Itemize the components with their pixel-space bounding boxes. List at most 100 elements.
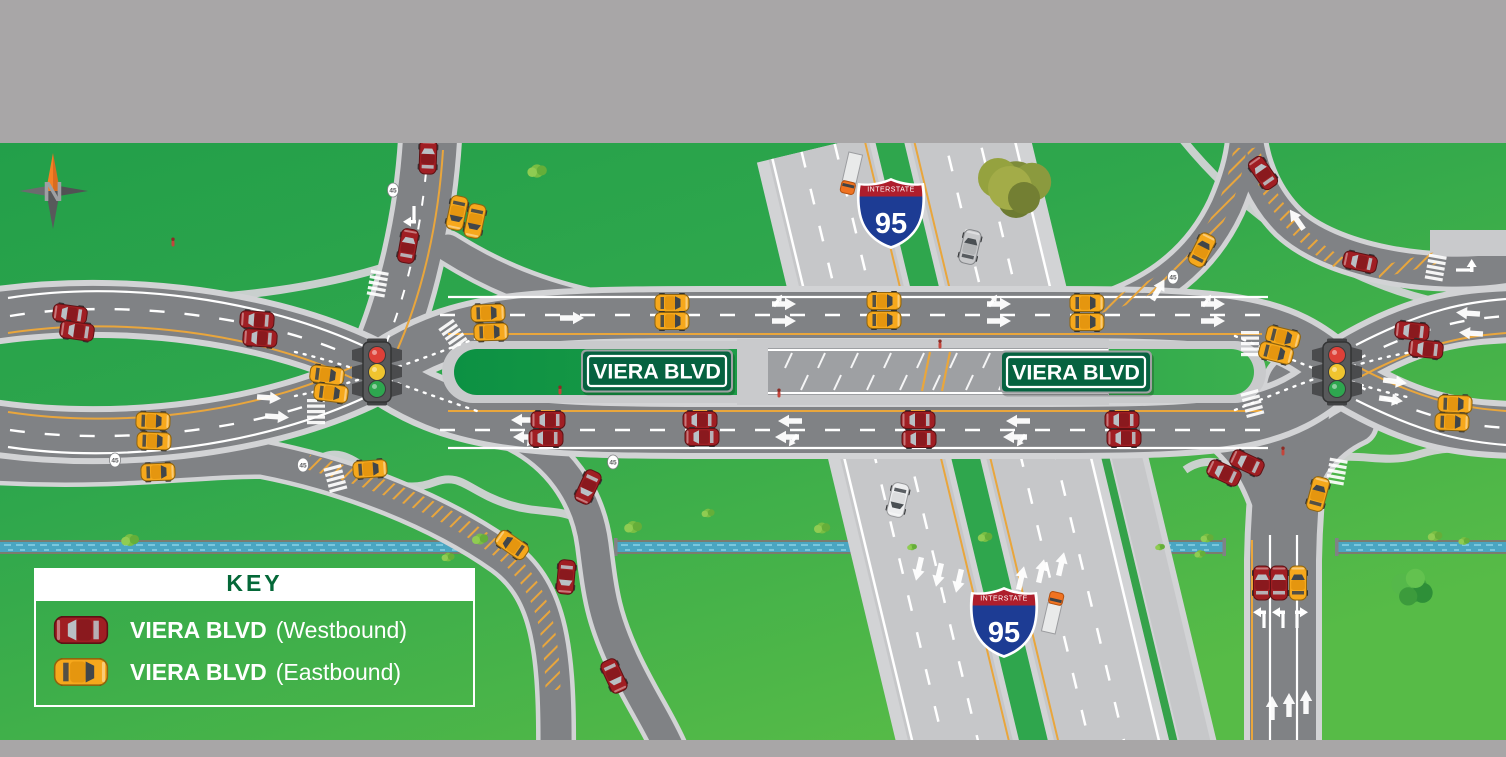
- lane-arrow-s: [264, 410, 289, 424]
- car-yellow: [53, 658, 109, 686]
- roadside-pad: [1430, 230, 1506, 256]
- car-yellow: [1187, 232, 1217, 268]
- car-red: [1206, 458, 1242, 488]
- lane-arrow-lt: [1272, 607, 1285, 628]
- lane-arrow-rt: [403, 206, 416, 227]
- car-red: [1269, 565, 1289, 601]
- red-car-icon: [53, 616, 109, 644]
- lane-arrow-c: [987, 294, 1011, 311]
- car-yellow: [140, 461, 176, 483]
- top-gray-band: [0, 0, 1506, 143]
- lane-arrow-s: [912, 556, 925, 581]
- bush-icon: [1458, 537, 1470, 545]
- lane-arrow-s: [256, 391, 281, 405]
- vegetation: [121, 158, 1470, 606]
- car-yellow: [1434, 411, 1470, 433]
- tree-icon: [1391, 568, 1433, 606]
- svg-text:95: 95: [988, 617, 1020, 649]
- svg-text:45: 45: [389, 188, 397, 195]
- canal-segment: [0, 538, 508, 556]
- lane-arrow-s: [1299, 690, 1313, 714]
- truck: [839, 151, 864, 195]
- bush-icon: [1200, 533, 1214, 543]
- svg-text:45: 45: [609, 460, 617, 467]
- car-red: [528, 428, 564, 448]
- pavement-marker: 45: [109, 452, 121, 468]
- traffic-signal-icon: [352, 338, 402, 406]
- bottom-gray-band: [0, 740, 1506, 757]
- car-red: [1252, 565, 1272, 601]
- car-red: [53, 616, 109, 644]
- car-yellow: [654, 293, 690, 313]
- legend-body: VIERA BLVD (Westbound) VIERA BLVD (Eastb…: [34, 599, 475, 707]
- car-red: [1408, 337, 1444, 361]
- bush-icon: [1194, 550, 1206, 558]
- legend-road-name: VIERA BLVD: [130, 617, 267, 643]
- car-yellow: [1437, 393, 1473, 415]
- car-yellow: [1305, 476, 1331, 512]
- car-yellow: [352, 458, 388, 480]
- car-gray: [957, 229, 983, 265]
- traffic-signal-icon: [1312, 338, 1362, 406]
- legend-direction: (Westbound): [275, 617, 407, 643]
- svg-text:INTERSTATE: INTERSTATE: [867, 187, 915, 194]
- car-yellow: [1265, 324, 1301, 350]
- svg-text:45: 45: [299, 463, 307, 470]
- pedestrian-figure: [777, 388, 781, 398]
- bush-icon: [1427, 531, 1443, 541]
- svg-text:VIERA BLVD: VIERA BLVD: [1012, 361, 1140, 385]
- lane-arrow-s: [1378, 393, 1403, 406]
- bush-icon: [907, 543, 917, 551]
- lane-arrow-c: [1003, 430, 1027, 447]
- lane-arrow-s: [1015, 566, 1028, 591]
- svg-text:45: 45: [1169, 275, 1177, 282]
- car-red: [1106, 428, 1142, 448]
- bush-icon: [472, 533, 489, 545]
- pavement-marker: 45: [387, 182, 399, 198]
- car-yellow: [654, 311, 690, 331]
- pavement-marker: 45: [297, 457, 309, 473]
- lane-arrow-c: [1201, 294, 1225, 311]
- canal-segment: [614, 538, 867, 556]
- hatched-gores: [305, 146, 1438, 691]
- pedestrians: [171, 237, 1285, 456]
- car-yellow: [1069, 312, 1105, 332]
- car-red: [242, 327, 278, 349]
- lane-arrow-s: [1006, 414, 1030, 428]
- car-red: [239, 309, 275, 331]
- lane-arrow-s: [1265, 696, 1279, 720]
- bush-icon: [1155, 543, 1165, 551]
- car-yellow: [866, 291, 902, 311]
- car-white: [885, 482, 911, 518]
- bush-icon: [814, 522, 831, 534]
- lane-arrow-s: [778, 414, 802, 428]
- lane-arrow-s: [987, 314, 1011, 328]
- car-yellow: [1288, 565, 1308, 601]
- car-red: [682, 410, 718, 430]
- pedestrian-figure: [171, 237, 175, 247]
- lane-arrow-s: [1289, 209, 1306, 231]
- car-red: [684, 427, 720, 447]
- lane-arrow-rt: [1295, 607, 1308, 628]
- car-red: [530, 410, 566, 430]
- car-yellow: [136, 430, 172, 452]
- lane-arrow-s: [932, 562, 945, 587]
- street-sign-viera-blvd: VIERA BLVD: [1000, 350, 1154, 397]
- crosswalk: [323, 464, 348, 494]
- lane-arrow-s: [1150, 279, 1165, 302]
- pavement-marker: 45: [1167, 269, 1179, 285]
- lane-arrow-s: [772, 314, 796, 328]
- car-yellow: [866, 310, 902, 330]
- crosswalk: [438, 318, 468, 350]
- legend-direction: (Eastbound): [275, 659, 402, 685]
- bush-icon: [624, 520, 643, 534]
- lane-arrows: [256, 206, 1484, 720]
- ramp-southwest-exit: [490, 414, 685, 757]
- car-red: [59, 319, 95, 343]
- car-red: [396, 228, 420, 264]
- lane-arrow-lt: [1253, 607, 1266, 628]
- vehicles: [52, 139, 1473, 694]
